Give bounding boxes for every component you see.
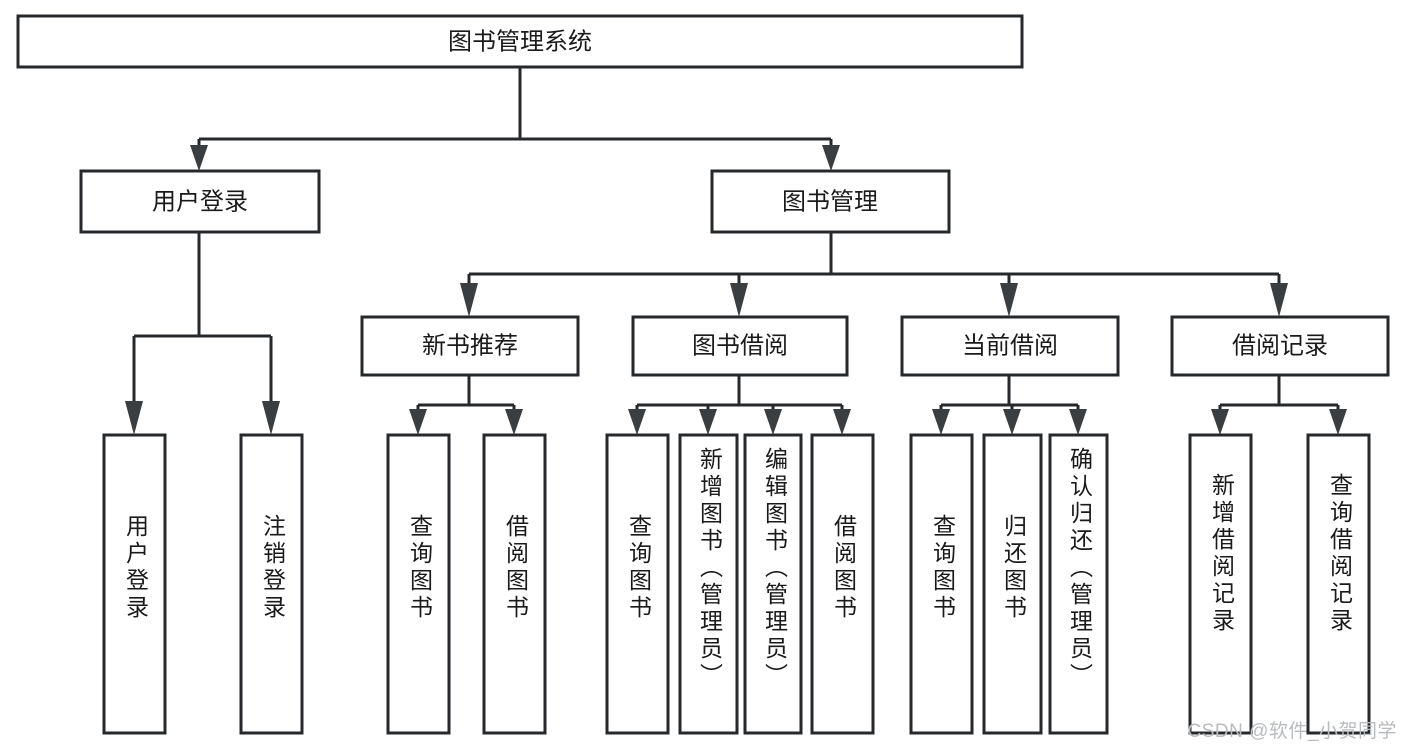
node-leaf-query-book-borrow-label: 查询图书 [625, 514, 652, 622]
node-book-borrow-box[interactable] [631, 315, 849, 377]
arrow-to-user-login [190, 145, 208, 171]
node-new-book-rec-label: 新书推荐 [422, 332, 518, 359]
node-leaf-borrow-book-box[interactable] [810, 433, 875, 735]
arrow-to-book-borrow [730, 283, 748, 317]
node-leaf-query-book-current-box[interactable] [909, 433, 974, 735]
arrow-to-leaf-edit-book-admin [764, 409, 782, 435]
nodes-layer: 图书管理系统 用户登录 图书管理 新书推荐 图书借阅 当前借阅 借阅记录 [16, 14, 1390, 735]
node-new-book-rec-box[interactable] [360, 315, 580, 377]
node-leaf-query-book-borrow-box[interactable] [605, 433, 670, 735]
node-leaf-add-borrow-record-box[interactable] [1188, 433, 1253, 735]
node-root-label: 图书管理系统 [448, 28, 592, 55]
arrow-to-current-borrow [1000, 283, 1018, 317]
node-leaf-return-book-label: 归还图书 [1000, 514, 1027, 622]
arrow-to-leaf-query-book-borrow [628, 409, 646, 435]
arrow-to-leaf-user-login [125, 401, 143, 435]
node-leaf-query-book-rec-label: 查询图书 [406, 514, 433, 622]
node-leaf-user-login-label: 用户登录 [122, 514, 149, 622]
node-current-borrow-box[interactable] [900, 315, 1120, 377]
node-leaf-confirm-return-admin-box[interactable] [1048, 433, 1109, 735]
node-leaf-return-book-box[interactable] [982, 433, 1043, 735]
node-book-manage-box[interactable] [710, 169, 951, 234]
arrow-to-leaf-query-book-rec [409, 409, 427, 435]
arrow-to-leaf-query-borrow-record [1329, 409, 1347, 435]
node-leaf-edit-book-admin-box[interactable] [743, 433, 803, 735]
node-leaf-confirm-return-admin-label: 确认归还（管理员） [1066, 447, 1093, 690]
node-current-borrow-label: 当前借阅 [962, 332, 1058, 359]
node-book-manage-label: 图书管理 [782, 188, 878, 215]
node-leaf-borrow-book-rec-label: 借阅图书 [502, 514, 529, 622]
node-borrow-record-label: 借阅记录 [1232, 332, 1328, 359]
arrow-to-book-manage [822, 145, 840, 171]
node-leaf-borrow-book-label: 借阅图书 [830, 514, 857, 622]
node-user-login-label: 用户登录 [152, 188, 248, 215]
node-leaf-query-borrow-record-box[interactable] [1306, 433, 1371, 735]
node-leaf-query-borrow-record-label: 查询借阅记录 [1326, 473, 1353, 635]
node-leaf-add-book-admin-label: 新增图书（管理员） [696, 447, 723, 690]
arrow-to-leaf-user-logout [262, 401, 280, 435]
node-leaf-borrow-book-rec-box[interactable] [482, 433, 547, 735]
arrow-to-leaf-borrow-book-rec [505, 409, 523, 435]
arrow-to-leaf-confirm-return-admin [1069, 409, 1087, 435]
node-leaf-query-book-rec-box[interactable] [386, 433, 451, 735]
node-leaf-add-book-admin-box[interactable] [678, 433, 739, 735]
edges-layer [125, 67, 1347, 435]
node-leaf-query-book-current-label: 查询图书 [929, 514, 956, 622]
node-root-box[interactable] [16, 14, 1024, 69]
arrow-to-new-book-rec [460, 283, 478, 317]
node-leaf-user-logout-label: 注销登录 [259, 514, 286, 622]
arrow-to-leaf-add-book-admin [699, 409, 717, 435]
node-leaf-edit-book-admin-label: 编辑图书（管理员） [761, 447, 788, 690]
arrow-to-borrow-record [1270, 283, 1288, 317]
node-leaf-user-login-box[interactable] [102, 433, 167, 735]
arrow-to-leaf-borrow-book [833, 409, 851, 435]
node-leaf-user-logout-box[interactable] [239, 433, 304, 735]
arrow-to-leaf-add-borrow-record [1211, 409, 1229, 435]
node-user-login-box[interactable] [79, 169, 321, 234]
node-borrow-record-box[interactable] [1170, 315, 1390, 377]
arrow-to-leaf-return-book [1003, 409, 1021, 435]
watermark-text: CSDN @软件_小贺同学 [1187, 721, 1397, 742]
node-book-borrow-label: 图书借阅 [692, 332, 788, 359]
arrow-to-leaf-query-book-current [932, 409, 950, 435]
node-leaf-add-borrow-record-label: 新增借阅记录 [1208, 473, 1235, 635]
